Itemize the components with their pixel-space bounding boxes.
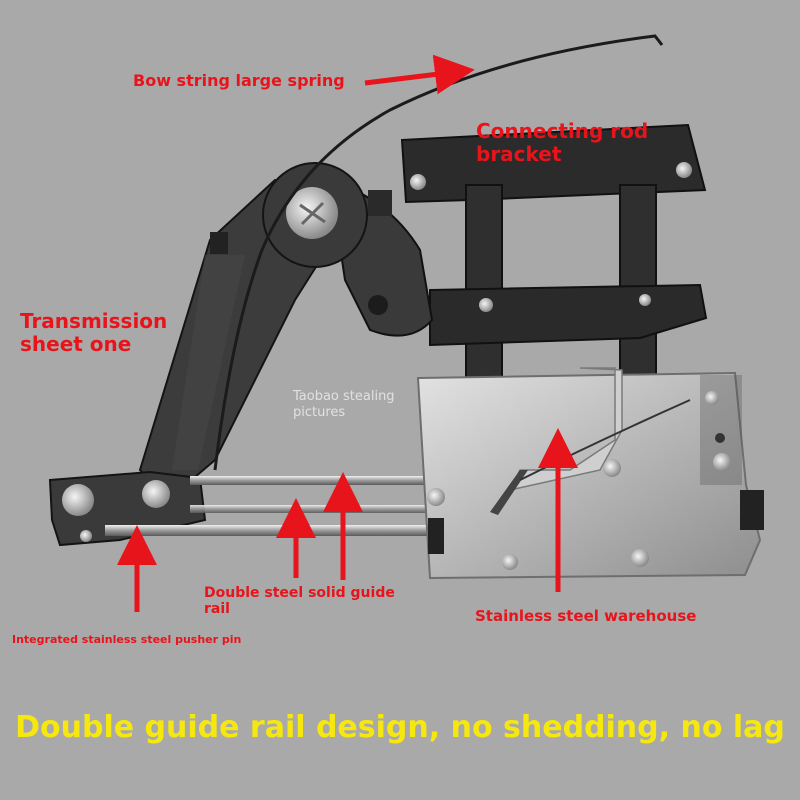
- label-guide-rail-line2: rail: [204, 601, 230, 618]
- transmission-sheet: [138, 162, 368, 502]
- screw-icon: [62, 484, 94, 516]
- label-connecting-rod-bracket-line2: bracket: [476, 142, 562, 166]
- headline-caption: Double guide rail design, no shedding, n…: [15, 710, 785, 745]
- arrow-to-spring: [364, 54, 475, 95]
- screw-icon: [631, 549, 649, 567]
- guide-rail-lower: [105, 525, 440, 536]
- watermark-line1: Taobao stealing: [293, 389, 395, 404]
- watermark: Taobao stealing pictures: [293, 389, 395, 422]
- label-connecting-rod-bracket-line1: Connecting rod: [476, 119, 649, 143]
- screw-icon: [705, 391, 719, 405]
- connecting-rod-bracket: [400, 123, 708, 401]
- label-stainless-steel-warehouse: Stainless steel warehouse: [475, 607, 697, 625]
- screw-icon: [676, 162, 692, 178]
- annotation-arrows: [117, 54, 578, 612]
- label-guide-rail-line1: Double steel solid guide: [204, 585, 395, 601]
- screw-icon: [80, 530, 92, 542]
- screw-icon: [502, 554, 518, 570]
- stainless-steel-warehouse: [416, 367, 764, 580]
- screw-icon: [713, 453, 731, 471]
- label-connecting-rod-bracket: Connecting rod bracket: [476, 120, 648, 166]
- label-bow-string-spring: Bow string large spring: [133, 71, 345, 90]
- label-transmission-sheet-line1: Transmission: [20, 309, 168, 333]
- screw-icon: [410, 174, 426, 190]
- watermark-line2: pictures: [293, 405, 346, 421]
- screw-icon: [142, 480, 170, 508]
- screw-icon: [639, 294, 651, 306]
- label-double-steel-guide-rail: Double steel solid guide rail: [204, 585, 395, 617]
- screw-icon: [427, 488, 445, 506]
- small-spring-wire: [519, 399, 691, 481]
- bow-string-spring: [213, 34, 664, 471]
- screw-icon: [479, 298, 493, 312]
- screw-icon: [603, 459, 621, 477]
- label-transmission-sheet-line2: sheet one: [20, 332, 132, 356]
- guide-rail-upper: [190, 476, 435, 485]
- label-pusher-pin: Integrated stainless steel pusher pin: [12, 633, 242, 646]
- label-transmission-sheet: Transmission sheet one: [20, 310, 167, 356]
